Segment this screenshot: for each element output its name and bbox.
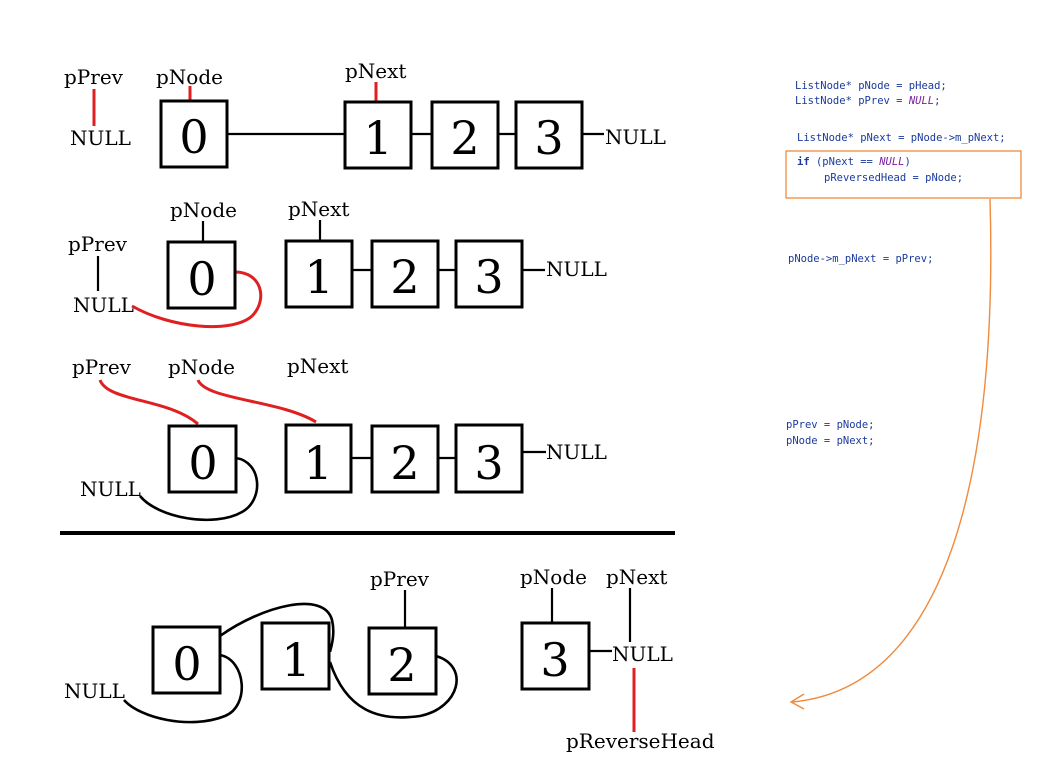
row4-node-1-box [260,621,331,691]
row4-node-0-value: 0 [172,637,201,691]
row3-node-1-box [284,423,353,494]
row4-node-1-value: 1 [281,633,310,687]
row2-node-2-box [370,239,440,309]
row3-node-0-box [167,424,238,494]
row2-null-left: NULL [73,293,134,317]
code-line-8: pNode = pNext; [786,435,875,447]
row1-node-1-value: 1 [363,111,392,165]
row-4: pPrev pNode pNext 0 1 2 3 NULL NULL pRev… [64,565,715,753]
row4-pnext-label: pNext [606,565,667,589]
row4-reverse-head-label: pReverseHead [566,729,715,753]
row4-node-3-value: 3 [540,633,569,687]
code-line-6: pNode->m_pNext = pPrev; [788,253,933,265]
row3-pnode-move-arrow [196,379,317,424]
row3-null-left: NULL [80,477,141,501]
row3-reversed-link [138,456,259,522]
row2-node-0-value: 0 [187,252,216,306]
row1-node-2-value: 2 [450,111,479,165]
row3-node-3-value: 3 [474,436,503,490]
code-line-2-type: ListNode* [795,95,852,107]
code-line-4-null: NULL [878,156,904,168]
row3-pnext-label: pNext [287,354,348,378]
row3-node-1-value: 1 [303,436,332,490]
code-line-1-type: ListNode* [795,80,852,92]
row4-link-1-0 [219,602,335,653]
row2-pprev-label: pPrev [68,232,128,256]
row1-pnode-label: pNode [156,65,223,89]
row4-node-3-box [520,621,591,691]
row2-node-2-value: 2 [390,250,419,304]
row3-node-0-value: 0 [188,436,217,490]
code-line-7: pPrev = pNode; [786,419,875,431]
code-line-5: pReversedHead = pNode; [824,172,963,184]
row4-pprev-label: pPrev [370,567,430,591]
code-line-4-end: ) [905,156,911,168]
row2-node-1-value: 1 [304,250,333,304]
row2-node-0-box [166,240,237,310]
row2-node-3-box [454,239,524,309]
row4-node-0-box [151,625,222,695]
row2-pnode-label: pNode [170,198,237,222]
row2-reversed-link [131,270,263,329]
row1-null-left: NULL [70,126,131,150]
row-2: pNode pNext pPrev NULL 0 1 2 3 NULL [68,197,607,329]
code-line-1: ListNode* pNode = pHead; [795,80,947,92]
code-line-4-keyword: if [797,156,810,168]
row1-node-1-box [343,100,413,170]
row4-null-right: NULL [612,642,673,666]
row4-node-2-value: 2 [387,638,416,692]
code-line-2-null: NULL [908,95,934,107]
row2-node-3-value: 3 [474,250,503,304]
row4-null-left: NULL [64,679,125,703]
row3-null-right: NULL [546,440,607,464]
row4-link-2-1 [328,654,458,719]
code-highlight-box [785,150,1022,199]
code-line-4: if (pNext == NULL) [797,156,911,168]
row-3: pPrev pNode pNext NULL 0 1 2 3 NULL [72,354,607,522]
row1-pprev-label: pPrev [64,65,124,89]
row4-link-0-null [123,653,243,724]
row4-node-2-box [367,626,438,696]
row1-node-0-value: 0 [179,110,208,164]
row1-null-right: NULL [605,125,666,149]
row4-pnode-label: pNode [520,565,587,589]
row2-node-1-box [284,239,354,309]
row1-node-3-value: 3 [534,111,563,165]
code-panel: ListNode* pNode = pHead; ListNode* pPrev… [785,80,1022,710]
code-line-2: ListNode* pPrev = NULL; [795,95,940,107]
row3-node-2-value: 2 [390,436,419,490]
code-line-3: ListNode* pNext = pNode->m_pNext; [797,132,1006,144]
row3-node-2-box [370,424,440,494]
code-line-1-rest: pNode = pHead; [852,80,947,92]
code-line-3-type: ListNode* [797,132,854,144]
row3-node-3-box [454,423,524,494]
code-line-2-rest: pPrev = [852,95,909,107]
row3-pprev-move-arrow [98,379,199,426]
row1-node-0-box [159,99,229,169]
row3-pprev-label: pPrev [72,355,132,379]
code-flow-arrow [791,198,992,703]
row-1: pPrev NULL pNode pNext 0 1 2 3 NULL [64,59,666,170]
row2-null-right: NULL [546,257,607,281]
row2-pnext-label: pNext [288,197,349,221]
row1-node-3-box [514,100,584,170]
code-line-3-rest: pNext = pNode->m_pNext; [854,132,1006,144]
row3-pnode-label: pNode [168,355,235,379]
row1-node-2-box [430,100,500,170]
code-flow-arrowhead-icon [789,693,805,710]
code-line-4-rest: (pNext == [810,156,880,168]
code-line-2-end: ; [934,95,940,107]
row1-pnext-label: pNext [345,59,406,83]
